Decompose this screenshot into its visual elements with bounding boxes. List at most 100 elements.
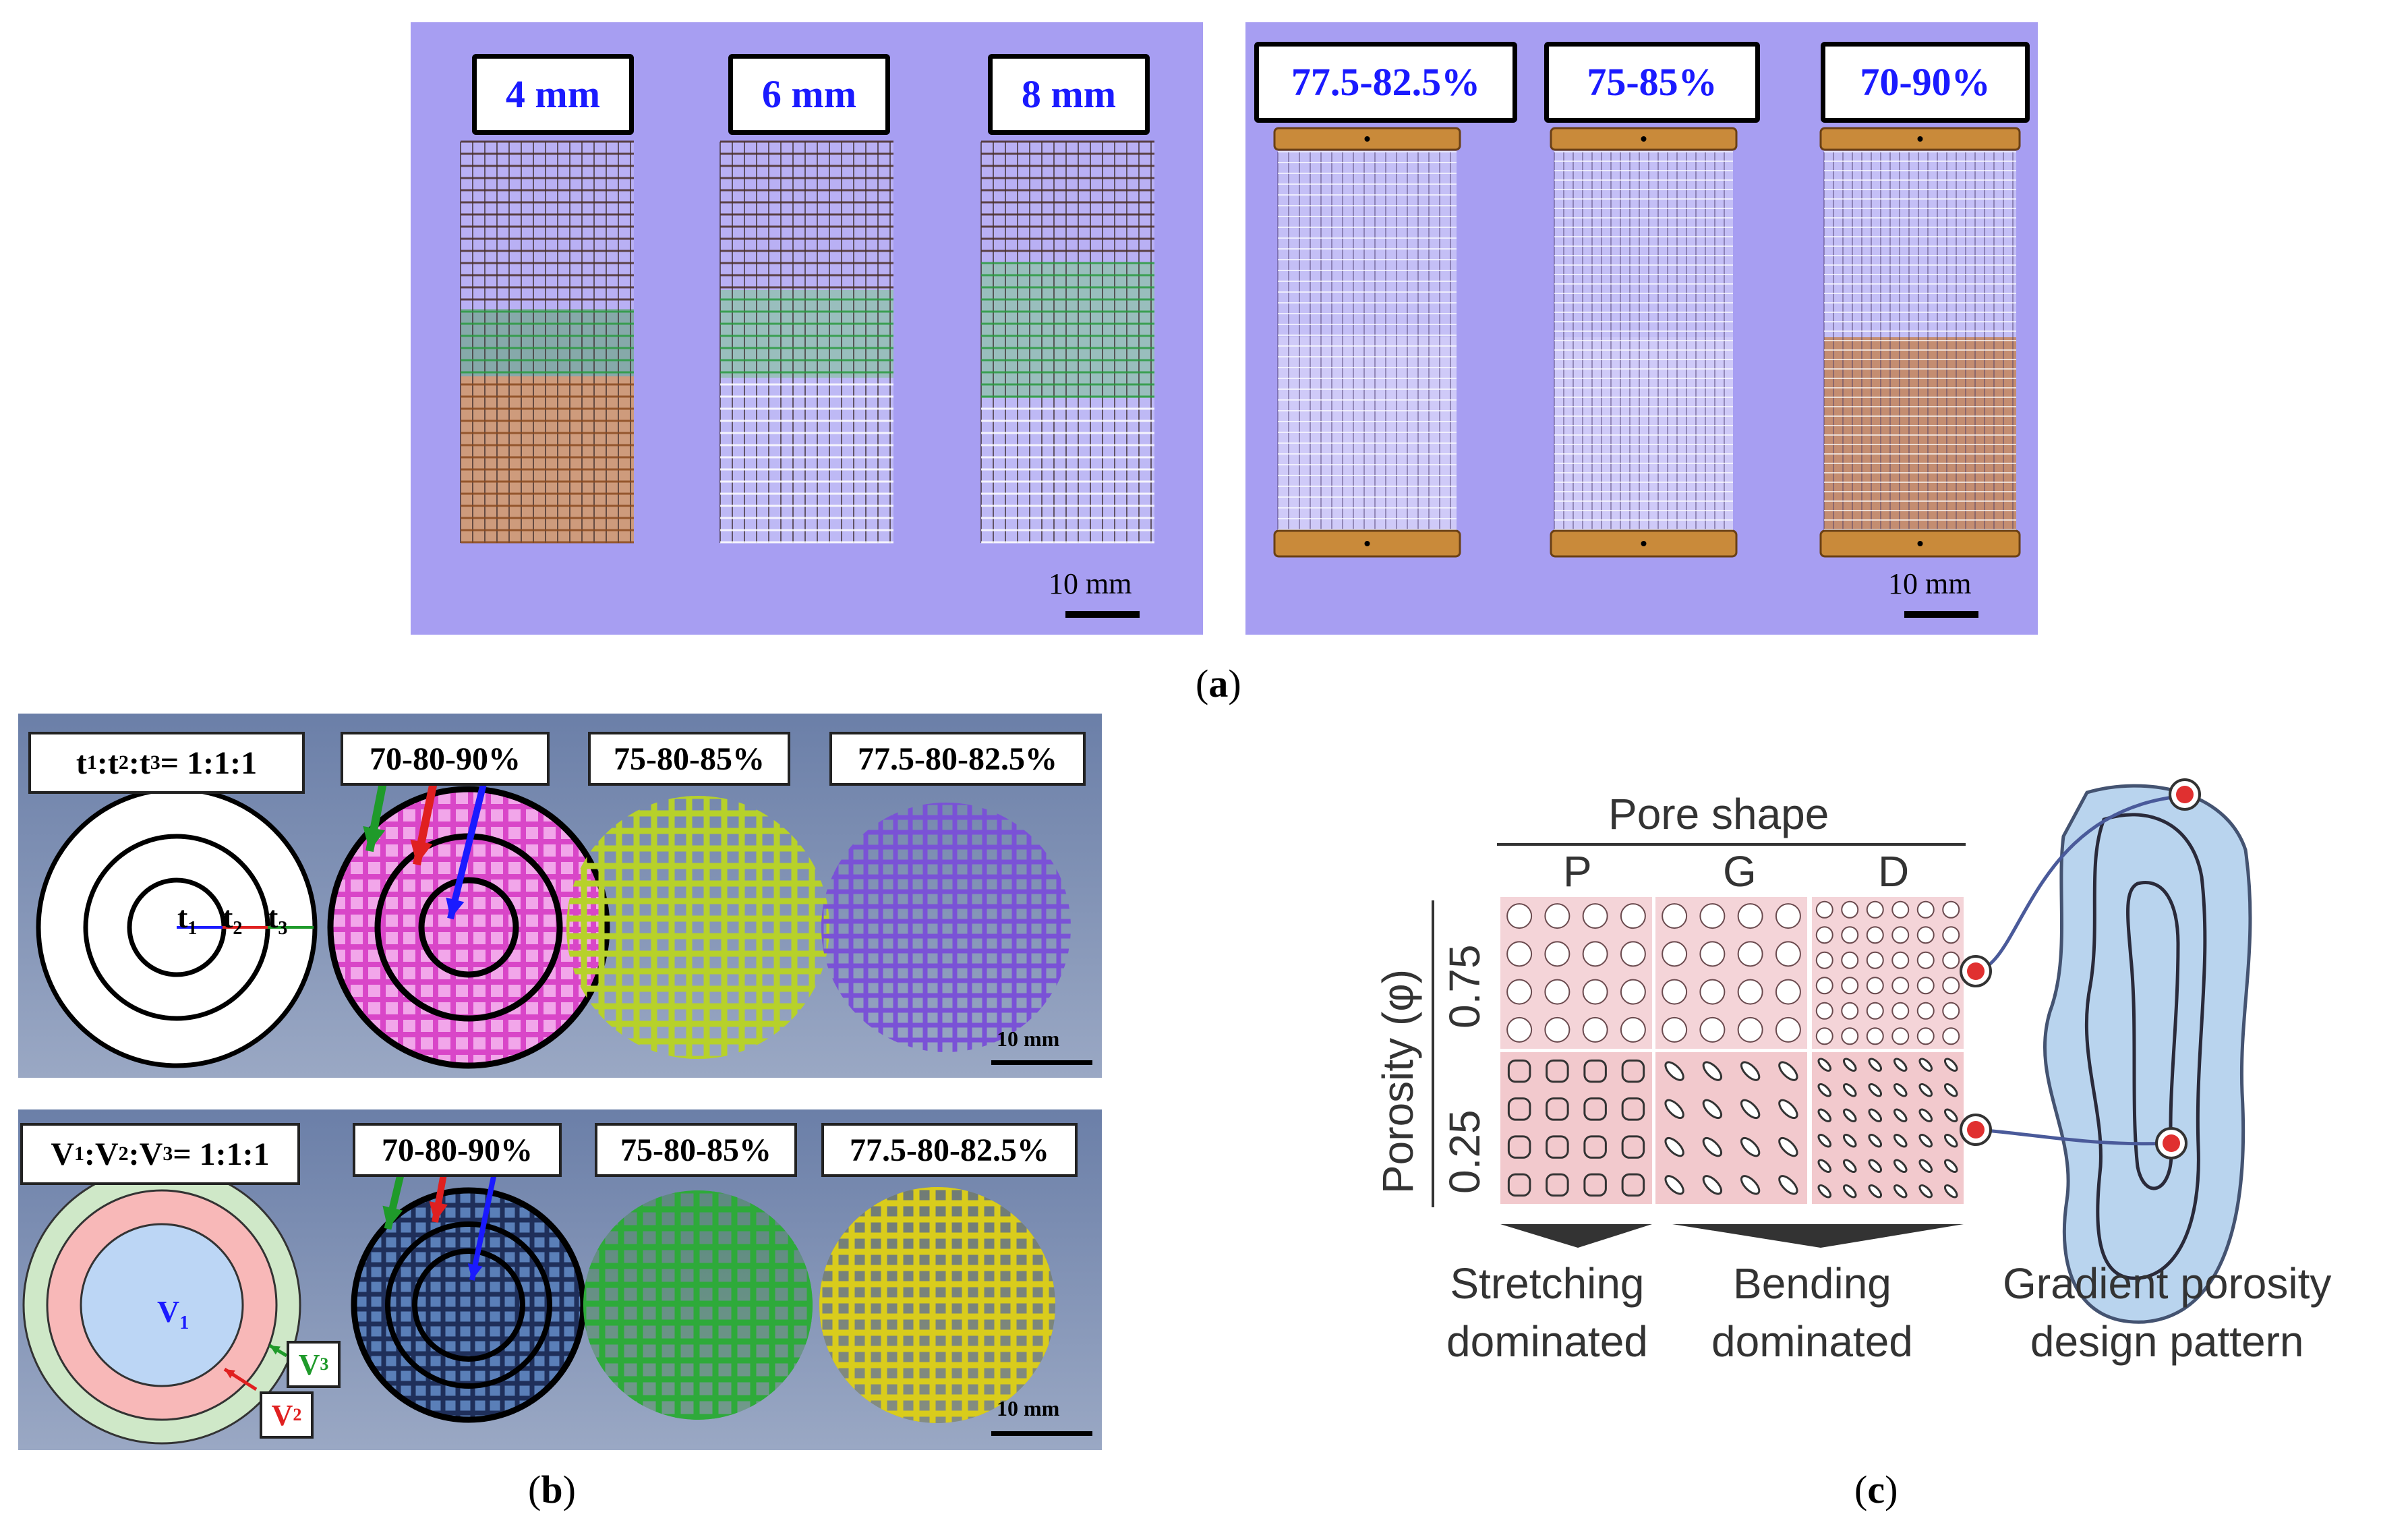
label-4mm: 4 mm xyxy=(472,54,634,135)
pore xyxy=(1506,941,1533,967)
cylinder-top-region xyxy=(1278,152,1457,337)
lattice-disc xyxy=(566,796,829,1059)
scale-bar-a-left xyxy=(1065,611,1140,618)
pore xyxy=(1918,1184,1933,1199)
b-bottom-box-3: 77.5-80-82.5% xyxy=(821,1123,1078,1177)
pore xyxy=(1699,903,1726,929)
pore xyxy=(1544,941,1570,967)
b-top-box-3: 77.5-80-82.5% xyxy=(829,732,1086,786)
pore xyxy=(1583,1059,1607,1083)
row-075: 0.75 xyxy=(1440,944,1489,1029)
v2-arrow-head xyxy=(225,1369,235,1379)
pore xyxy=(1662,941,1688,967)
pore-tile xyxy=(1500,1052,1652,1204)
pore xyxy=(1893,1083,1908,1097)
pore xyxy=(1737,903,1763,929)
bending-wedge xyxy=(1672,1224,1964,1248)
pore xyxy=(1842,1184,1857,1199)
b-top-box-1: 70-80-90% xyxy=(341,732,550,786)
pore xyxy=(1866,977,1884,995)
pore xyxy=(1506,1016,1533,1043)
cap-hole xyxy=(1641,136,1647,142)
panel-b-label: (b) xyxy=(528,1468,576,1511)
pore xyxy=(1891,951,1910,969)
pore xyxy=(1664,1136,1684,1157)
t3-label: t3 xyxy=(268,900,288,940)
green-arrow-b-head xyxy=(382,1205,403,1229)
scale-label-b-bottom: 10 mm xyxy=(997,1396,1060,1420)
pore xyxy=(1507,1097,1531,1121)
col-P: P xyxy=(1563,847,1592,896)
pore xyxy=(1916,951,1935,969)
pore xyxy=(1621,1059,1645,1083)
marker-dot xyxy=(1967,962,1985,980)
pore xyxy=(1817,1108,1832,1123)
v1-label: V1 xyxy=(157,1294,189,1334)
pore xyxy=(1702,1099,1723,1120)
pore xyxy=(1866,1027,1884,1045)
pore xyxy=(1699,979,1726,1005)
porosity-axis-label: Porosity (φ) xyxy=(1374,969,1422,1194)
connector-bottom xyxy=(1975,1128,2172,1146)
pore xyxy=(1775,941,1801,967)
pore xyxy=(1621,1135,1645,1159)
pore xyxy=(1740,1136,1761,1157)
pore xyxy=(1817,1133,1832,1148)
implant-contour-2 xyxy=(2126,881,2180,1190)
marker-dot xyxy=(2176,786,2194,803)
scale-label-a-right: 10 mm xyxy=(1888,567,1972,600)
pore xyxy=(1620,1016,1646,1043)
lattice-disc xyxy=(819,1187,1055,1423)
cap-hole xyxy=(1917,136,1923,142)
pore xyxy=(1815,900,1833,919)
disc-outline xyxy=(327,786,610,1069)
scaffold-mid-region xyxy=(981,263,1154,398)
pore xyxy=(1817,1083,1832,1097)
pore xyxy=(1582,979,1608,1005)
row-025: 0.25 xyxy=(1440,1109,1489,1194)
pore xyxy=(1778,1099,1798,1120)
pore xyxy=(1942,900,1960,919)
v3-arrow-head xyxy=(270,1346,281,1355)
pore xyxy=(1916,926,1935,944)
pore xyxy=(1507,1135,1531,1159)
t1-label: t1 xyxy=(177,900,198,940)
implant-shape xyxy=(2043,784,2252,1324)
pore xyxy=(1918,1159,1933,1174)
pore xyxy=(1891,1027,1910,1045)
pore xyxy=(1918,1108,1933,1123)
pore xyxy=(1544,1016,1570,1043)
pore xyxy=(1583,1173,1607,1197)
pore xyxy=(1778,1061,1798,1081)
panel-a-label: (a) xyxy=(1196,662,1241,705)
pore xyxy=(1583,1135,1607,1159)
pore xyxy=(1893,1159,1908,1174)
pore xyxy=(1942,1002,1960,1020)
pore xyxy=(1740,1175,1761,1195)
blue-arrow xyxy=(447,774,489,920)
scale-bar-a-right xyxy=(1904,611,1978,618)
pore xyxy=(1778,1136,1798,1157)
disc-ring-inner xyxy=(418,877,519,978)
pore xyxy=(1620,941,1646,967)
pore xyxy=(1583,1097,1607,1121)
pore xyxy=(1891,926,1910,944)
pore xyxy=(1817,1159,1832,1174)
pore xyxy=(1916,1027,1935,1045)
pore xyxy=(1546,1173,1569,1197)
pore xyxy=(1621,1173,1645,1197)
pore xyxy=(1662,1016,1688,1043)
pore xyxy=(1702,1175,1723,1195)
label-70-90: 70-90% xyxy=(1821,42,2030,123)
pore xyxy=(1918,1058,1933,1072)
green-arrow-head xyxy=(363,826,386,851)
pore xyxy=(1506,903,1533,929)
pore xyxy=(1841,926,1859,944)
pore xyxy=(1942,977,1960,995)
pore xyxy=(1866,951,1884,969)
b-bottom-box-1: 70-80-90% xyxy=(353,1123,562,1177)
col-G: G xyxy=(1723,847,1757,896)
